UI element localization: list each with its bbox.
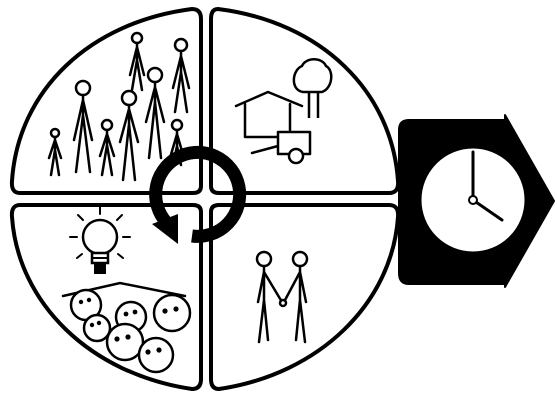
stick-figure (98, 118, 116, 177)
cycle-arrow-icon (149, 145, 247, 244)
stick-figure (47, 127, 63, 177)
stick-figures-icon (47, 31, 191, 182)
clock-hour-hand (471, 198, 504, 222)
lightbulb-icon (69, 206, 131, 274)
stick-figure (118, 89, 140, 182)
tree-icon (292, 58, 333, 118)
stick-figure (171, 37, 191, 114)
stick-figure (128, 31, 146, 92)
handshake-icon (255, 250, 309, 344)
cart-icon (250, 130, 312, 165)
crowd-icon (61, 281, 192, 374)
stick-figure (168, 118, 186, 167)
clock-center (468, 195, 478, 205)
quadrant-top-right (209, 7, 401, 195)
stick-figure (144, 66, 166, 160)
clock-icon (418, 145, 528, 255)
quadrant-top-left (9, 7, 203, 195)
house-icon (234, 90, 304, 139)
stick-figure (72, 79, 94, 174)
